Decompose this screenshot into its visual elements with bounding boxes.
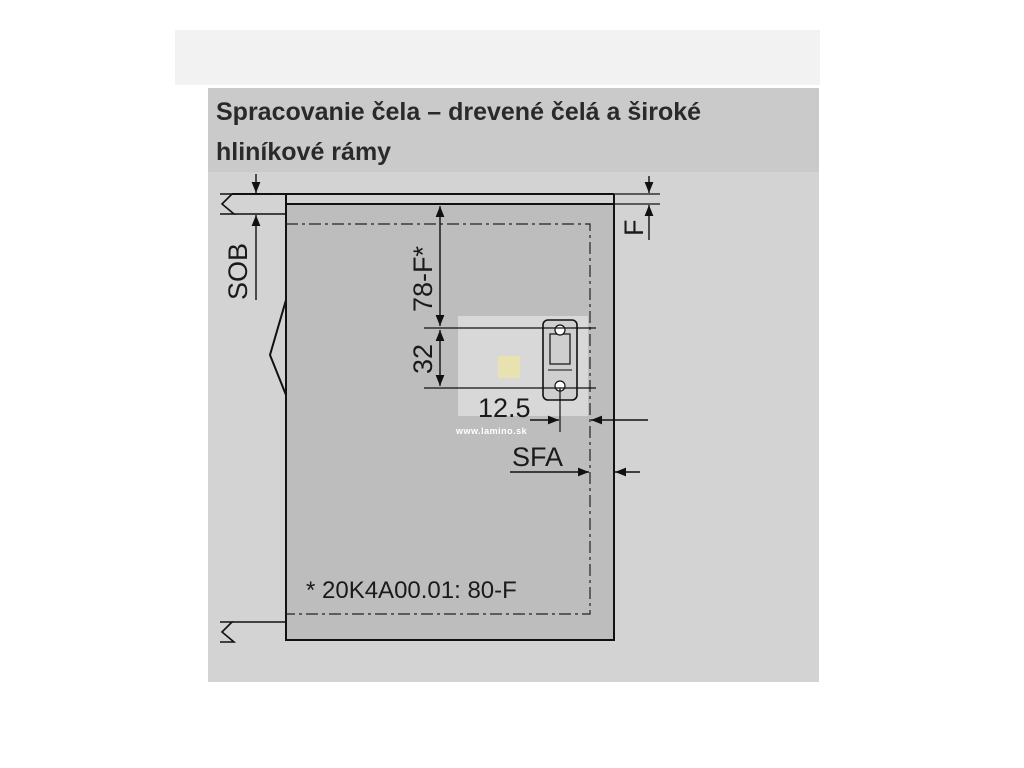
- mounting-marker: [498, 356, 520, 378]
- sfa-label: SFA: [512, 442, 563, 472]
- title-line-1: Spracovanie čela – drevené čelá a široké: [216, 98, 701, 126]
- dim-78f-label: 78-F*: [408, 245, 438, 312]
- mounting-plate-icon: [542, 319, 578, 401]
- footnote: * 20K4A00.01: 80-F: [306, 577, 517, 604]
- title-line-2: hliníkové rámy: [216, 138, 391, 166]
- f-label: F: [619, 220, 649, 237]
- bottom-edge-break: [220, 621, 237, 643]
- top-strip: [175, 30, 820, 85]
- reference-dash-line: [286, 223, 591, 615]
- dim-12-5-label: 12.5: [478, 393, 531, 423]
- front-panel: [285, 203, 615, 641]
- title-band: [208, 88, 819, 172]
- dim-32-label: 32: [408, 344, 438, 374]
- sob-label: SOB: [223, 243, 253, 300]
- top-edge-break: [220, 193, 237, 215]
- watermark-text: www.lamino.sk: [455, 426, 528, 436]
